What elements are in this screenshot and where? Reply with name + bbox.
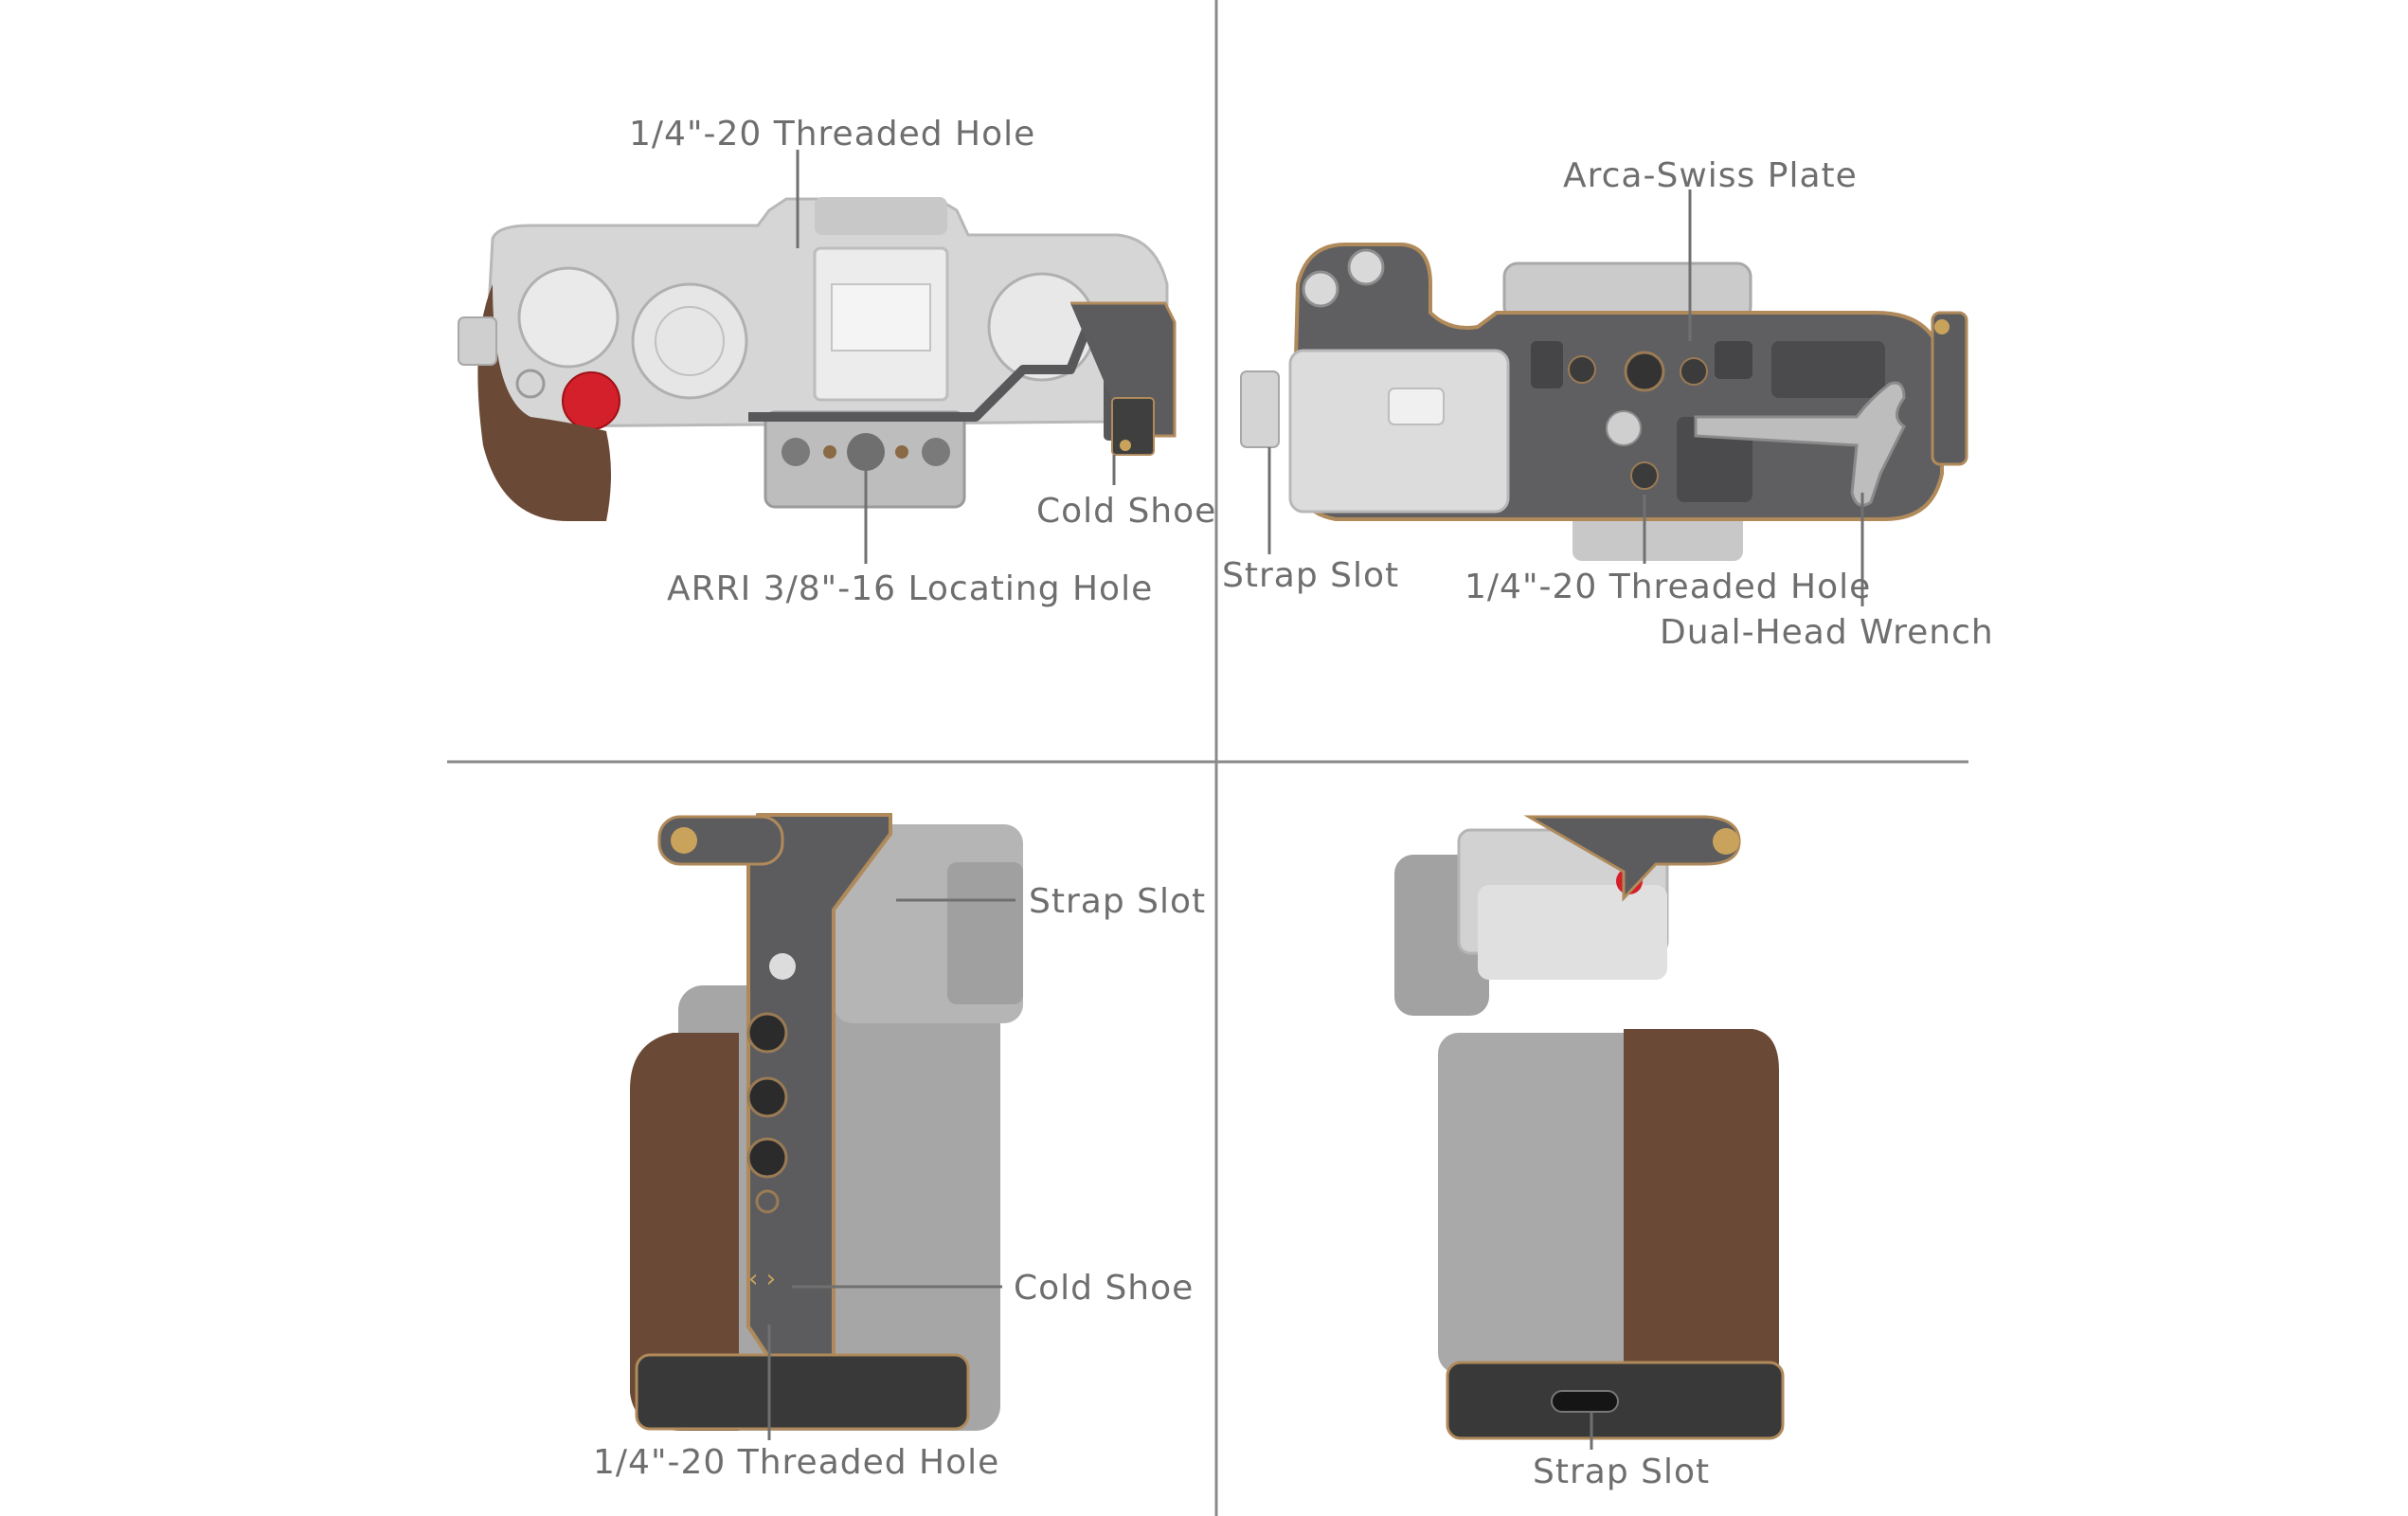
callout-threaded-hole-side: 1/4"-20 Threaded Hole	[593, 1443, 1000, 1482]
svg-text:‹ ›: ‹ ›	[748, 1265, 776, 1293]
arri-hole	[847, 433, 885, 471]
threaded-hole-bottom	[1624, 351, 1665, 392]
wood-grip	[477, 284, 611, 521]
callout-arri-hole: ARRI 3/8"-16 Locating Hole	[667, 569, 1154, 608]
callout-cold-shoe-top: Cold Shoe	[1036, 492, 1217, 531]
callout-strap-slot-base: Strap Slot	[1533, 1453, 1711, 1491]
battery-door	[1288, 349, 1510, 514]
callout-arca-plate: Arca-Swiss Plate	[1563, 156, 1858, 195]
wood-grip-left	[630, 1033, 739, 1431]
callout-cold-shoe-side: Cold Shoe	[1014, 1269, 1195, 1308]
callout-threaded-hole-bottom-view: 1/4"-20 Threaded Hole	[1465, 568, 1872, 606]
viewfinder-hump	[815, 197, 947, 235]
callout-threaded-hole-top: 1/4"-20 Threaded Hole	[629, 115, 1036, 153]
cage-base-left	[635, 1353, 970, 1431]
callout-dual-head-wrench: Dual-Head Wrench	[1660, 613, 1994, 652]
shutter-dial	[517, 266, 620, 369]
callout-strap-slot-top: Strap Slot	[1222, 556, 1400, 595]
wood-grip-right	[1624, 1029, 1779, 1364]
callout-strap-slot-side: Strap Slot	[1029, 882, 1207, 921]
strap-slot-opening	[1551, 1390, 1619, 1413]
iso-dial	[631, 282, 748, 400]
